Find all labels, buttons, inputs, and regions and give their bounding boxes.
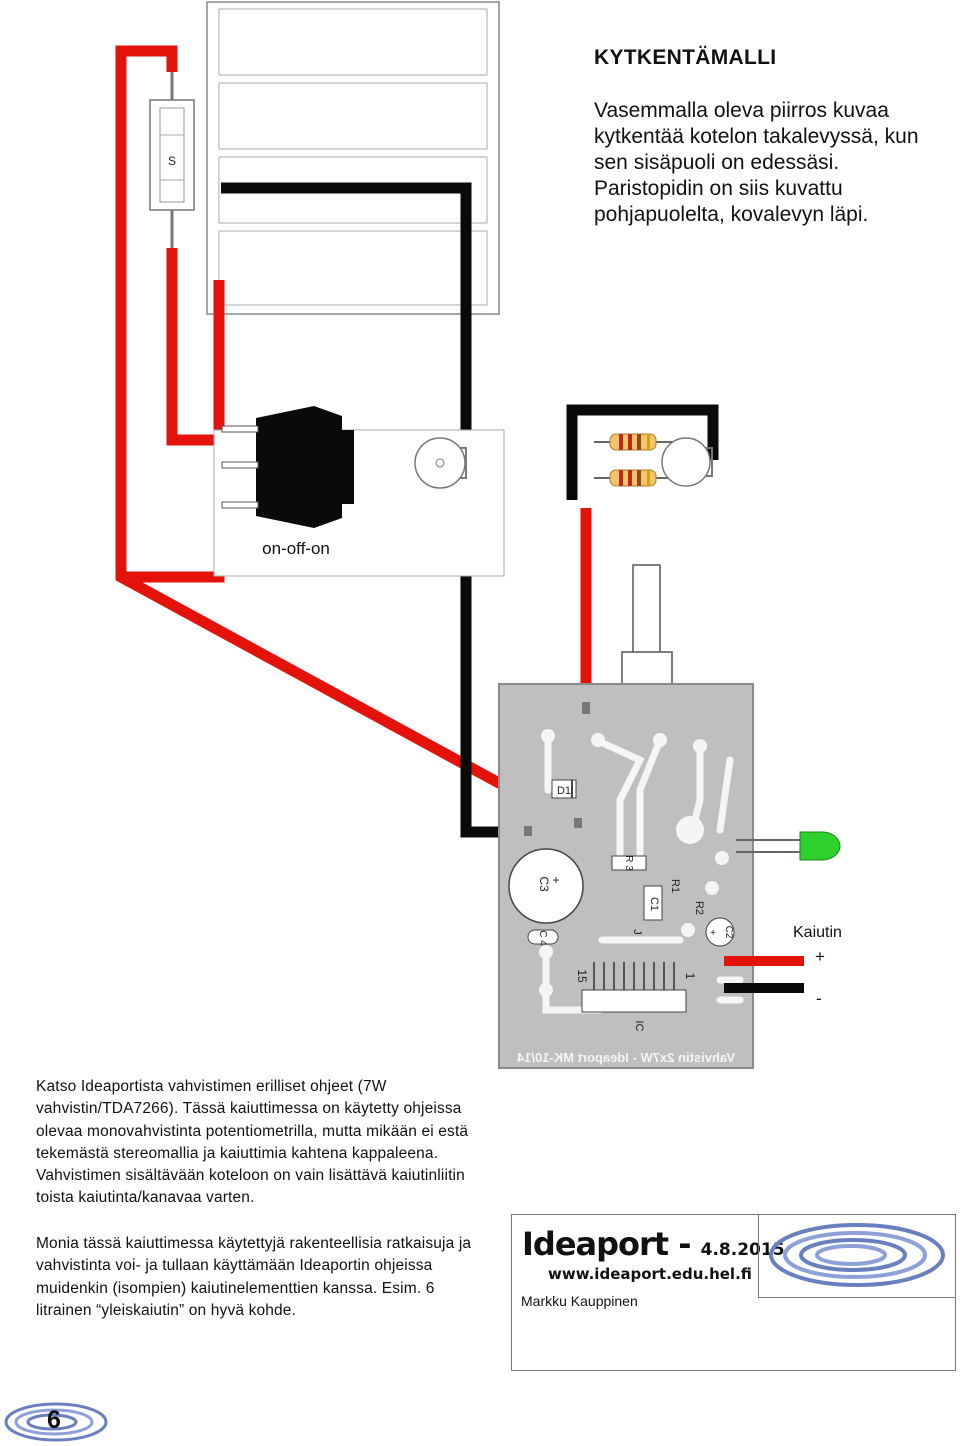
- red-wire-top: [115, 45, 579, 830]
- label-c3: C3: [537, 876, 551, 892]
- label-ic: IC: [633, 1021, 645, 1032]
- brand-text: Ideaport -: [522, 1225, 691, 1263]
- audio-jack: [661, 437, 713, 487]
- black-wire-right: [566, 404, 719, 500]
- brand-url: www.ideaport.edu.hel.fi: [548, 1265, 752, 1283]
- led: [736, 831, 841, 861]
- footer-box: Ideaport - 4.8.2015 www.ideaport.edu.hel…: [511, 1214, 956, 1371]
- resistor-bottom: [594, 469, 690, 487]
- rocker-switch: on-off-on: [213, 406, 505, 577]
- page-number-logo: [4, 1402, 108, 1442]
- pcb-text: Vahvistin 2x7W - Ideaport MK-10/14: [516, 1050, 735, 1065]
- label-r1: R1: [669, 879, 681, 893]
- label-d1: D1: [557, 785, 571, 797]
- black-wire-battery: [221, 182, 472, 448]
- brand-name: Ideaport - 4.8.2015: [522, 1225, 785, 1263]
- brand-date: 4.8.2015: [700, 1240, 785, 1260]
- red-wire-left: [166, 248, 220, 446]
- label-r2: R2: [693, 901, 705, 915]
- onoff-label: on-off-on: [262, 539, 330, 558]
- ideaport-logo: [758, 1215, 956, 1298]
- label-c3-plus: +: [552, 873, 559, 887]
- label-pin15: 15: [575, 969, 589, 983]
- red-wire-diagonal: [121, 520, 225, 583]
- label-c1: C1: [648, 897, 660, 911]
- paragraph-1: Katso Ideaportista vahvistimen erilliset…: [36, 1078, 469, 1207]
- label-j: J: [631, 929, 643, 935]
- fuse-switch: S: [149, 99, 195, 211]
- paragraph-2: Monia tässä kaiuttimessa käytettyjä rake…: [36, 1235, 472, 1319]
- page-title: KYTKENTÄMALLI: [594, 46, 777, 69]
- label-c4: C 4: [537, 930, 548, 946]
- page-number: 6: [47, 1406, 61, 1434]
- label-r3: R 3: [623, 855, 634, 871]
- speaker-label: Kaiutin: [793, 924, 842, 941]
- label-c2: C2: [723, 926, 734, 939]
- label-pin1: 1: [683, 973, 697, 980]
- power-jack: [414, 437, 467, 489]
- speaker-minus: -: [816, 989, 822, 1008]
- speaker-plus: +: [815, 947, 825, 966]
- intro-text: Vasemmalla oleva piirros kuvaa kytkentää…: [594, 99, 919, 226]
- pcb-board: D1 C3 + R 3 R1 C1 R2 C2 + C 4 J: [498, 683, 754, 1069]
- author-name: Markku Kauppinen: [521, 1293, 638, 1309]
- battery-holder: [206, 1, 500, 315]
- switch-label: S: [168, 154, 176, 168]
- label-c2-plus: +: [710, 928, 716, 939]
